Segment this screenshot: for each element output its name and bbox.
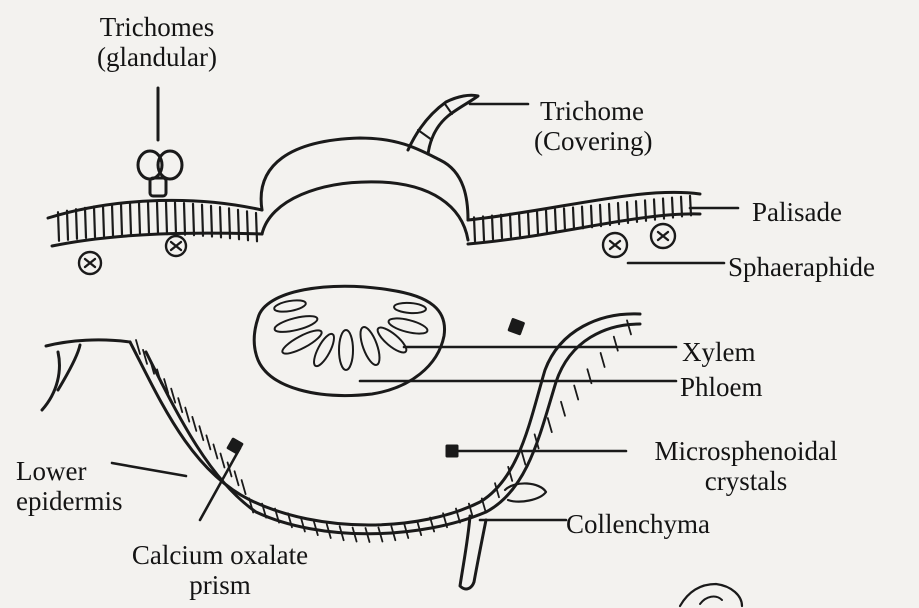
band-cell — [627, 320, 631, 334]
palisade-cell — [67, 211, 68, 240]
palisade-cell — [247, 211, 248, 240]
band-cell — [242, 480, 246, 494]
palisade-cell — [157, 202, 158, 234]
label-trichomes-glandular: Trichomes (glandular) — [72, 12, 242, 72]
palisade-cell — [636, 201, 637, 222]
band-cell — [601, 353, 605, 367]
palisade-cell — [681, 197, 682, 217]
palisade-cell — [94, 206, 95, 237]
palisade-cell — [546, 210, 547, 232]
label-trichome-covering-line2: (Covering) — [534, 126, 652, 156]
palisade-cell — [519, 213, 520, 236]
label-trichomes-glandular-line1: Trichomes — [72, 12, 242, 42]
label-trichome-covering-line1: Trichome — [534, 96, 652, 126]
band-cell — [235, 471, 239, 485]
palisade-cell — [175, 203, 176, 235]
palisade-cell — [184, 203, 185, 235]
label-lower-epidermis-line1: Lower — [16, 456, 122, 486]
palisade-cell — [501, 215, 502, 238]
palisade-cell — [58, 212, 59, 241]
palisade-cell — [672, 198, 673, 218]
palisade-cell — [103, 205, 104, 236]
band-cell — [614, 337, 618, 351]
label-calcium-oxalate-line2: prism — [100, 570, 340, 600]
label-trichome-covering: Trichome (Covering) — [534, 96, 652, 156]
midrib-inner-outline — [262, 182, 468, 240]
label-xylem: Xylem — [682, 337, 756, 367]
label-microsphenoidal-line1: Microsphenoidal — [626, 436, 866, 466]
palisade-cell — [166, 202, 167, 234]
band-cell — [199, 426, 203, 440]
palisade-cell — [492, 216, 493, 240]
palisade-cell — [76, 209, 77, 239]
label-microsphenoidal-line2: crystals — [626, 466, 866, 496]
palisade-cell — [663, 199, 664, 219]
label-lower-epidermis-line2: epidermis — [16, 486, 122, 516]
palisade-cell — [555, 209, 556, 231]
band-cell — [561, 402, 565, 416]
palisade-cell — [130, 203, 131, 235]
palisade-cell — [690, 196, 691, 216]
palisade-cell — [654, 199, 655, 219]
band-cell — [417, 521, 421, 535]
palisade-cell — [645, 200, 646, 220]
band-cell — [206, 435, 210, 449]
label-lower-epidermis: Lower epidermis — [16, 456, 122, 516]
band-cell — [548, 418, 552, 432]
label-collenchyma: Collenchyma — [566, 509, 710, 539]
label-palisade: Palisade — [752, 197, 842, 227]
palisade-cell — [85, 208, 86, 238]
palisade-cell — [229, 208, 230, 238]
band-cell — [220, 453, 224, 467]
palisade-cell — [238, 210, 239, 239]
bottom-right-fragment — [680, 584, 742, 606]
band-cell — [178, 398, 182, 412]
palisade-cell — [537, 211, 538, 234]
palisade-cell — [591, 206, 592, 228]
palisade-cell — [510, 214, 511, 237]
palisade-cell — [220, 207, 221, 237]
band-cell — [574, 386, 578, 400]
glandular-trichome — [138, 88, 182, 196]
palisade-cell — [148, 202, 149, 234]
palisade-cell — [618, 203, 619, 224]
label-trichomes-glandular-line2: (glandular) — [72, 42, 242, 72]
label-phloem: Phloem — [680, 372, 763, 402]
palisade-cell — [474, 217, 475, 241]
label-calcium-oxalate-line1: Calcium oxalate — [100, 540, 340, 570]
palisade-cell — [121, 203, 122, 235]
palisade-cell — [573, 208, 574, 230]
band-cell — [213, 444, 217, 458]
palisade-cell — [528, 212, 529, 235]
palisade-cell — [202, 205, 203, 236]
palisade-cell — [582, 207, 583, 229]
upper-lamina-left — [48, 200, 262, 246]
collenchyma-process — [460, 516, 486, 589]
label-calcium-oxalate-prism: Calcium oxalate prism — [100, 540, 340, 600]
band-cell — [192, 417, 196, 431]
sphaeraphides — [79, 224, 675, 274]
palisade-cell — [609, 204, 610, 225]
palisade-cell — [139, 202, 140, 234]
label-sphaeraphide: Sphaeraphide — [728, 252, 875, 282]
palisade-cell — [256, 213, 257, 241]
label-microsphenoidal-crystals: Microsphenoidal crystals — [626, 436, 866, 496]
vascular-bundle — [254, 286, 444, 395]
palisade-cell — [112, 204, 113, 235]
band-cell — [185, 408, 189, 422]
palisade-cell — [193, 204, 194, 235]
midrib-outline — [261, 138, 468, 220]
palisade-cell — [483, 217, 484, 241]
covering-trichome — [408, 95, 478, 154]
lower-epidermis-left-flap — [46, 340, 130, 346]
band-cell — [521, 451, 525, 465]
palisade-cell — [627, 202, 628, 223]
palisade-cell — [564, 208, 565, 230]
palisade-cell — [211, 206, 212, 237]
palisade-cell — [600, 205, 601, 226]
microsphenoidal-crystal — [509, 320, 523, 334]
